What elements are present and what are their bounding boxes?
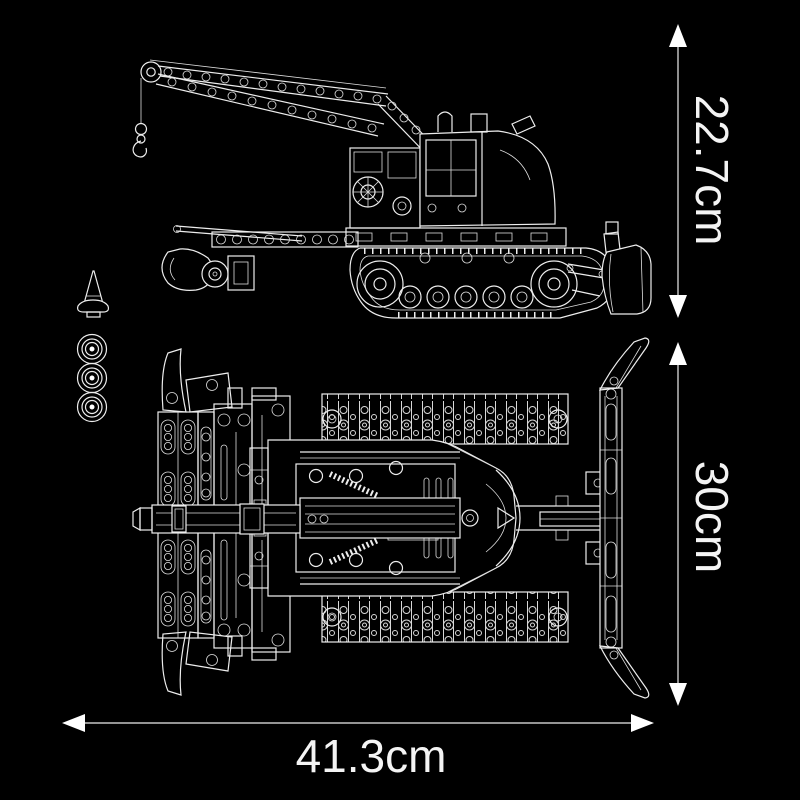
- depth-dimension-arrow: 30cm: [669, 342, 738, 706]
- arrowhead-down-icon: [669, 295, 687, 318]
- height-dimension-label: 22.7cm: [686, 95, 738, 246]
- deck-platform: [345, 227, 567, 247]
- front-arm: [161, 225, 359, 291]
- boom-shaft-top: [132, 497, 461, 539]
- wheel-stack-icon: [76, 333, 108, 423]
- arrowhead-left-icon: [62, 714, 85, 732]
- blade-connector-top: [516, 471, 611, 565]
- hook-and-cable: [132, 61, 162, 158]
- arrowhead-down-icon: [669, 683, 687, 706]
- dimension-annotations: 22.7cm 30cm 41.3cm: [62, 24, 738, 782]
- dozer-blade-top: [598, 337, 650, 699]
- crane-boom: [149, 59, 441, 161]
- dozer-blade-side: [566, 221, 652, 315]
- accessory-parts: [76, 270, 110, 423]
- arrowhead-right-icon: [631, 714, 654, 732]
- top-view-drawing: [132, 337, 650, 699]
- crawler-track-side: [349, 247, 614, 319]
- crawler-tracks-top: [321, 393, 569, 643]
- arrowhead-up-icon: [669, 342, 687, 365]
- height-dimension-arrow: 22.7cm: [669, 24, 738, 318]
- arrowhead-up-icon: [669, 24, 687, 47]
- side-view-drawing: [132, 59, 652, 319]
- traffic-cone-icon: [77, 270, 110, 318]
- turret-winch: [349, 147, 421, 229]
- width-dimension-label: 41.3cm: [296, 730, 447, 782]
- depth-dimension-label: 30cm: [686, 461, 738, 573]
- cab-body: [419, 111, 556, 227]
- width-dimension-arrow: 41.3cm: [62, 714, 654, 782]
